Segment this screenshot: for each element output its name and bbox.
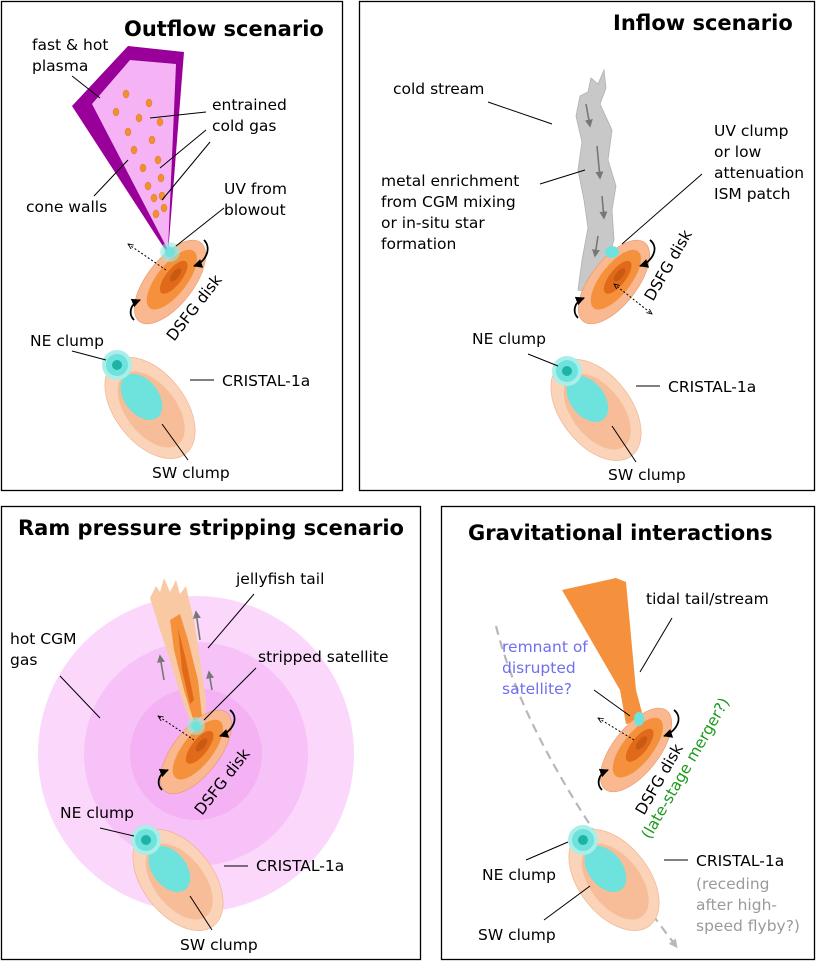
label-hot-cgm-1: hot CGM xyxy=(10,630,77,648)
panel-grav-border xyxy=(440,505,816,961)
label-grav-sw: SW clump xyxy=(478,926,556,944)
label-inflow-ne: NE clump xyxy=(472,330,546,348)
inflow-cristal xyxy=(532,342,660,478)
label-entrained-2: cold gas xyxy=(212,117,277,135)
label-fast-hot-plasma-2: plasma xyxy=(32,57,88,75)
label-entrained-1: entrained xyxy=(212,96,287,114)
stripping-arrows xyxy=(157,610,214,691)
label-tidal-tail: tidal tail/stream xyxy=(646,590,769,608)
label-grav-ne: NE clump xyxy=(482,866,556,884)
label-hot-cgm-2: gas xyxy=(10,651,37,669)
label-metal-2: from CGM mixing xyxy=(381,193,516,211)
label-jellyfish-tail: jellyfish tail xyxy=(235,570,324,588)
label-remnant-3: satellite? xyxy=(502,680,572,698)
label-stripped-satellite: stripped satellite xyxy=(258,648,389,666)
label-inflow-sw: SW clump xyxy=(608,466,686,484)
label-inflow-dsfg: DSFG disk xyxy=(641,227,696,304)
outflow-title: Outflow scenario xyxy=(124,17,324,41)
label-outflow-ne: NE clump xyxy=(30,332,104,350)
label-outflow-cristal: CRISTAL-1a xyxy=(222,372,310,390)
label-uv-blowout-1: UV from xyxy=(224,180,287,198)
ram-ne-clump xyxy=(131,825,161,855)
label-receding-1: (receding xyxy=(696,875,769,893)
label-metal-1: metal enrichment xyxy=(381,172,519,190)
label-ram-ne: NE clump xyxy=(60,804,134,822)
panel-ram-border xyxy=(0,505,422,961)
label-outflow-sw: SW clump xyxy=(152,464,230,482)
grav-title: Gravitational interactions xyxy=(468,521,773,545)
label-receding-3: speed flyby?) xyxy=(696,917,800,935)
inflow-axis-arrow xyxy=(614,284,652,314)
label-uv-clump-2: or low xyxy=(714,143,762,161)
label-remnant-1: remnant of xyxy=(502,638,588,656)
outflow-rotation-arrow-top xyxy=(193,239,209,268)
inflow-title: Inflow scenario xyxy=(613,11,793,35)
cold-gas-droplets xyxy=(112,89,168,219)
label-uv-clump-3: attenuation xyxy=(714,164,804,182)
panel-ram: Ram pressure stripping scenario xyxy=(10,516,404,954)
label-metal-3: or in-situ star xyxy=(381,214,485,232)
outflow-rotation-arrow-bottom xyxy=(129,298,141,321)
fast-hot-plasma-cone xyxy=(92,60,176,250)
label-receding-2: after high- xyxy=(696,896,777,914)
label-remnant-2: disrupted xyxy=(502,659,576,677)
label-uv-clump-1: UV clump xyxy=(714,122,788,140)
panel-inflow: Inflow scenario cold stream UV clump o xyxy=(381,11,804,484)
label-ram-sw: SW clump xyxy=(180,936,258,954)
inflow-ne-clump xyxy=(552,356,582,386)
panel-outflow: Outflow scenario xyxy=(26,17,324,482)
label-inflow-cristal: CRISTAL-1a xyxy=(668,378,756,396)
panel-outflow-border xyxy=(0,0,344,492)
label-fast-hot-plasma-1: fast & hot xyxy=(32,36,108,54)
ram-title: Ram pressure stripping scenario xyxy=(18,516,404,540)
label-cone-walls: cone walls xyxy=(26,198,107,216)
grav-ne-clump xyxy=(568,825,598,855)
label-grav-cristal: CRISTAL-1a xyxy=(696,852,784,870)
label-cold-stream: cold stream xyxy=(393,80,484,98)
inflow-uv-clump xyxy=(605,246,619,258)
stream-arrows xyxy=(584,103,608,258)
outflow-ne-clump xyxy=(102,350,132,380)
tidal-tail xyxy=(562,578,644,724)
panel-inflow-border xyxy=(358,0,816,492)
label-metal-4: formation xyxy=(381,235,456,253)
label-uv-clump-4: ISM patch xyxy=(714,185,790,203)
label-ram-cristal: CRISTAL-1a xyxy=(256,857,344,875)
remnant-satellite xyxy=(634,712,644,726)
label-uv-blowout-2: blowout xyxy=(224,201,286,219)
panel-grav: Gravitational interactions tidal tail/st… xyxy=(468,521,800,949)
